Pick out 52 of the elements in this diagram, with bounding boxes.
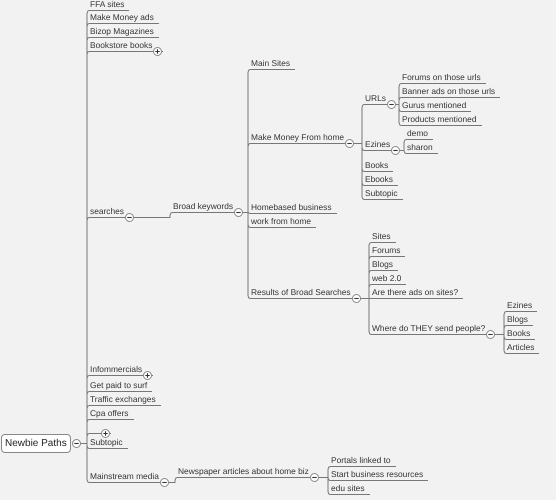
topic-node: Bookstore books [89,40,164,52]
topic-node: demo [406,128,433,140]
branch-line [80,443,90,483]
topic-node: Gurus mentioned [401,100,472,112]
topic-node: Newspaper articles about home biz [177,466,320,478]
topic-node: FFA sites [89,0,130,11]
topic-node: Forums [371,245,406,257]
topic-node: Subtopic [364,188,403,200]
branch-line [134,212,172,218]
branch-line [396,97,402,105]
topic-node: Get paid to surf [89,380,152,392]
topic-node: searches [89,206,135,218]
topic-node: Products mentioned [401,114,482,126]
topic-node: web 2.0 [371,273,406,285]
topic-node: Homebased business [250,202,337,214]
topic-node: Books [364,160,394,172]
topic-node: Bizop Magazines [89,26,159,38]
branch-line [496,334,506,354]
topic-node: Forums on those urls [401,72,486,84]
topic-node: sharon [406,142,438,154]
topic-node: Ebooks [364,174,398,186]
topic-node: URLs [364,93,397,105]
topic-node: Are there ads on sites? [371,287,464,299]
topic-node: Books [506,328,536,340]
topic-node: Sites [371,231,396,243]
branch-line [400,150,406,154]
topic-node: Ezines [506,300,538,312]
topic-node: work from home [250,216,316,228]
topic-node: Make Money From home [250,132,356,144]
topic-node: Subtopic [89,437,128,449]
topic-node: Banner ads on those urls [401,86,500,98]
topic-node: Articles [506,342,540,354]
topic-node: Infommercials [89,364,154,376]
branch-line [400,139,406,151]
topic-node: edu sites [330,483,370,495]
topic-node: Cpa offers [89,408,134,420]
branch-line [320,477,330,495]
topic-node: Traffic exchanges [89,394,161,406]
topic-node: Make Money ads [89,12,159,24]
topic-node: Portals linked to [330,455,396,467]
topic-node: Blogs [506,314,533,326]
topic-node: Mainstream media [89,471,170,483]
branch-line [170,477,178,483]
topic-node: Main Sites [250,58,296,70]
branch-line [362,298,372,335]
topic-node: Results of Broad Searches [250,287,362,299]
topic-node: Ezines [364,139,402,151]
topic-node: Where do THEY send people? [371,323,496,335]
branch-line [396,104,402,126]
topic-node: Start business resources [330,469,428,481]
topic-node: Broad keywords [172,201,244,213]
topic-node: Blogs [371,259,398,271]
